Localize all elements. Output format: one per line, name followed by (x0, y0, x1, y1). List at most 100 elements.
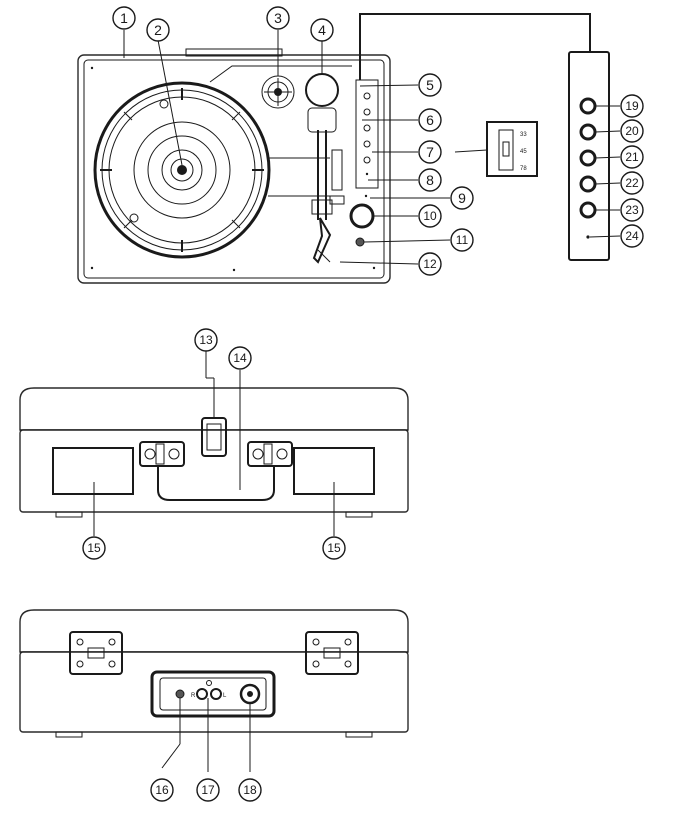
svg-text:13: 13 (199, 333, 213, 347)
callout-9: 9 (450, 186, 474, 210)
callout-2: 2 (146, 18, 170, 42)
screw-dot (372, 266, 376, 270)
svg-text:18: 18 (243, 783, 257, 797)
callout-15-right: 15 (322, 536, 346, 560)
svg-text:5: 5 (426, 77, 434, 93)
callout-10: 10 (418, 204, 442, 228)
speed-33-label: 33 (520, 132, 527, 138)
callout-24: 24 (620, 224, 644, 248)
svg-text:14: 14 (233, 351, 247, 365)
player-base-inner (83, 59, 385, 279)
rear-view: R L (19, 609, 409, 772)
callout-4: 4 (310, 18, 334, 42)
svg-text:10: 10 (423, 209, 437, 223)
callout-18: 18 (238, 778, 262, 802)
svg-text:15: 15 (327, 541, 341, 555)
speed-78-label: 78 (520, 166, 527, 172)
svg-text:1: 1 (120, 10, 128, 26)
svg-text:2: 2 (154, 22, 162, 38)
svg-text:16: 16 (155, 783, 169, 797)
hinge-left (69, 631, 123, 675)
callout-22: 22 (620, 171, 644, 195)
svg-text:24: 24 (625, 229, 639, 243)
callout-5: 5 (418, 73, 442, 97)
tonearm[interactable] (305, 73, 339, 264)
lift-lever[interactable] (331, 149, 343, 191)
screw-dot (90, 266, 94, 270)
side-button-21[interactable] (579, 149, 597, 167)
speed-selector-inset[interactable]: 33 45 78 (486, 121, 538, 177)
volume-knob[interactable] (349, 203, 375, 229)
platter-housing (209, 65, 352, 83)
speaker-left (52, 447, 134, 495)
turntable-platter (93, 81, 271, 259)
side-indicator-24 (586, 235, 590, 239)
svg-text:6: 6 (426, 112, 434, 128)
case-lid-rear (19, 609, 409, 653)
power-indicator (355, 237, 365, 247)
callout-7: 7 (418, 140, 442, 164)
svg-text:21: 21 (625, 150, 639, 164)
lid-hinge (185, 48, 283, 57)
callout-16: 16 (150, 778, 174, 802)
svg-text:22: 22 (625, 176, 639, 190)
svg-text:15: 15 (87, 541, 101, 555)
aux-in-jack[interactable] (175, 689, 185, 699)
player-base (77, 54, 391, 284)
case-body-rear (19, 651, 409, 733)
callout-14: 14 (228, 346, 252, 370)
svg-text:20: 20 (625, 124, 639, 138)
svg-text:12: 12 (423, 257, 437, 271)
svg-text:11: 11 (456, 233, 469, 247)
callout-8: 8 (418, 168, 442, 192)
side-button-19[interactable] (579, 97, 597, 115)
svg-text:7: 7 (426, 144, 434, 160)
speed-45-label: 45 (520, 149, 527, 155)
rca-left-jack[interactable] (210, 688, 222, 700)
front-view (19, 350, 409, 536)
side-button-20[interactable] (579, 123, 597, 141)
rca-right-label: R (191, 693, 196, 699)
svg-text:23: 23 (625, 203, 639, 217)
top-view: 33 45 78 (77, 13, 621, 284)
callout-6: 6 (418, 108, 442, 132)
side-button-23[interactable] (579, 201, 597, 219)
callout-13: 13 (194, 328, 218, 352)
handle-bracket-left (139, 441, 185, 467)
callout-11: 11 (450, 228, 474, 252)
rca-right-jack[interactable] (196, 688, 208, 700)
callout-1: 1 (112, 6, 136, 30)
side-button-22[interactable] (579, 175, 597, 193)
callout-19: 19 (620, 94, 644, 118)
rca-left-label: L (223, 693, 227, 699)
carry-handle[interactable] (157, 466, 275, 501)
callout-17: 17 (196, 778, 220, 802)
adapter-45rpm[interactable] (261, 75, 295, 109)
foot (345, 731, 373, 738)
callout-20: 20 (620, 119, 644, 143)
screw-dot (90, 66, 94, 70)
svg-text:4: 4 (318, 22, 326, 38)
svg-text:9: 9 (458, 190, 466, 206)
callout-15-left: 15 (82, 536, 106, 560)
arm-rest (329, 195, 345, 205)
control-strip (355, 79, 379, 189)
dot-9 (364, 194, 368, 198)
callout-23: 23 (620, 198, 644, 222)
handle-bracket-right (247, 441, 293, 467)
foot (55, 511, 83, 518)
svg-text:17: 17 (201, 783, 215, 797)
callout-12: 12 (418, 252, 442, 276)
screw-dot (232, 268, 236, 272)
connector-wire (359, 13, 591, 80)
hinge-right (305, 631, 359, 675)
foot (345, 511, 373, 518)
foot (55, 731, 83, 738)
svg-text:3: 3 (274, 10, 282, 26)
side-control-panel (568, 51, 610, 261)
callout-3: 3 (266, 6, 290, 30)
svg-text:8: 8 (426, 172, 434, 188)
callout-21: 21 (620, 145, 644, 169)
svg-text:19: 19 (625, 99, 639, 113)
